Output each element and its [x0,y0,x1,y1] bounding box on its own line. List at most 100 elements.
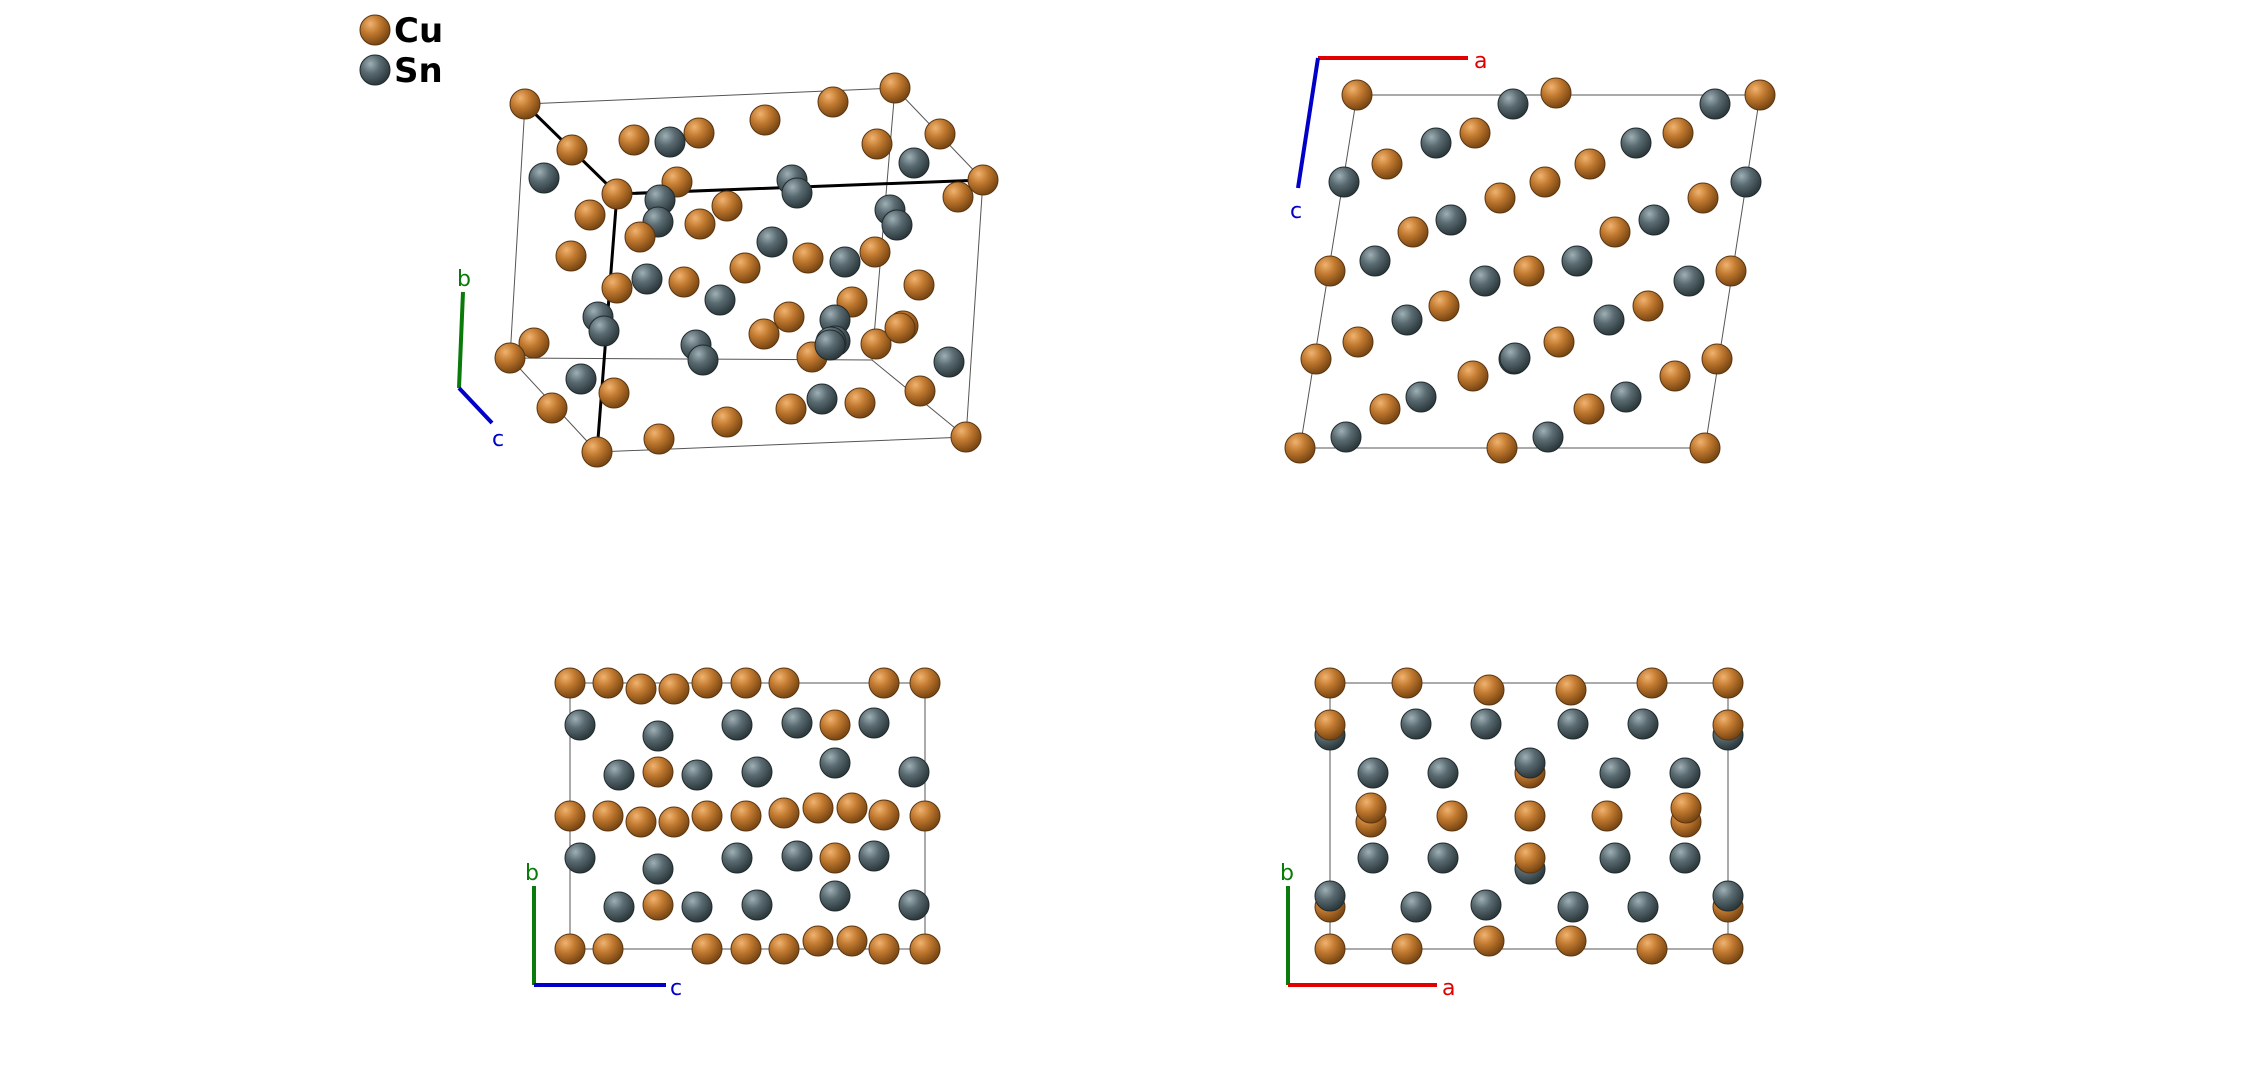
cu-atom [1355,792,1387,824]
cu-atom [1369,393,1401,425]
sn-atom [654,126,686,158]
cu-atom [792,242,824,274]
sn-atom [564,709,596,741]
view-along-c: b a [1280,667,1744,1001]
cu-atom [836,925,868,957]
cu-atom [1436,800,1468,832]
sn-atom [1314,880,1346,912]
sn-atom [603,891,635,923]
cu-atom [749,104,781,136]
cu-atom [768,797,800,829]
sn-atom [819,880,851,912]
sn-atom [1328,166,1360,198]
cu-atom [909,667,941,699]
cu-atom [730,933,762,965]
cu-atom [836,792,868,824]
view-along-b: a c [1284,49,1776,464]
cu-atom [730,800,762,832]
sn-atom [681,891,713,923]
cu-atom [1284,432,1316,464]
axis-indicator-along-b: a c [1290,49,1487,224]
cu-atom [859,236,891,268]
cu-atom [1391,667,1423,699]
cu-atom [601,272,633,304]
cu-atom [868,667,900,699]
cu-atom [729,252,761,284]
view-along-a: b c [525,667,941,1001]
cu-atom [1314,667,1346,699]
sn-atom [1357,757,1389,789]
cu-atom [1391,933,1423,965]
cu-atom [536,392,568,424]
cu-atom [711,406,743,438]
cu-atom [684,208,716,240]
cu-atom [642,756,674,788]
sn-atom [1557,891,1589,923]
a-axis-label: a [1474,49,1487,74]
cu-atom [1712,933,1744,965]
cu-atom [592,667,624,699]
sn-atom [858,840,890,872]
cu-atom [1689,432,1721,464]
cu-atom [773,301,805,333]
sn-atom [829,246,861,278]
legend-item-sn: Sn [359,51,443,91]
sn-atom [1620,127,1652,159]
cu-atom [909,800,941,832]
sn-atom [1532,421,1564,453]
cu-atom [768,933,800,965]
a-axis-label: a [1442,976,1455,1001]
cu-atom [1636,667,1668,699]
cu-atom [1712,709,1744,741]
cu-atom [1543,326,1575,358]
sn-atom [1470,708,1502,740]
legend-label-cu: Cu [394,11,443,51]
sn-atom [1499,342,1531,374]
cu-atom [1687,182,1719,214]
sn-atom [898,756,930,788]
cu-atom [1514,842,1546,874]
sn-atom [1359,245,1391,277]
b-axis-label: b [457,267,471,292]
cu-atom [1529,166,1561,198]
sn-atom [741,756,773,788]
cu-atom [1397,216,1429,248]
sn-atom [603,759,635,791]
cu-atom [909,933,941,965]
b-axis-line [457,291,465,389]
sn-atom [565,363,597,395]
cu-atom [879,72,911,104]
cu-atom [601,178,633,210]
cu-atom [509,88,541,120]
cu-atom [1473,674,1505,706]
cu-atom [1540,77,1572,109]
b-axis-label: b [525,861,539,886]
sn-atom [704,284,736,316]
cu-atom [1662,117,1694,149]
cu-atom [775,393,807,425]
legend: Cu Sn [359,11,443,91]
cu-atom [1715,255,1747,287]
axis-indicator-along-a: b c [525,861,682,1001]
cu-atom [642,889,674,921]
sn-atom [1730,166,1762,198]
cu-atom [598,377,630,409]
cu-atom [802,925,834,957]
cu-atom [1342,326,1374,358]
cu-atom [1428,290,1460,322]
sn-atom [631,263,663,295]
cu-atom [1457,360,1489,392]
sn-atom [588,315,620,347]
sn-atom [564,842,596,874]
cu-atom [1659,360,1691,392]
cu-atom [658,806,690,838]
sn-atom [1357,842,1389,874]
cu-atom [1371,148,1403,180]
cu-atom [1514,800,1546,832]
cu-atom [554,800,586,832]
sn-atom [1627,891,1659,923]
sn-atom [781,840,813,872]
cu-atom [592,800,624,832]
cu-atom [518,327,550,359]
